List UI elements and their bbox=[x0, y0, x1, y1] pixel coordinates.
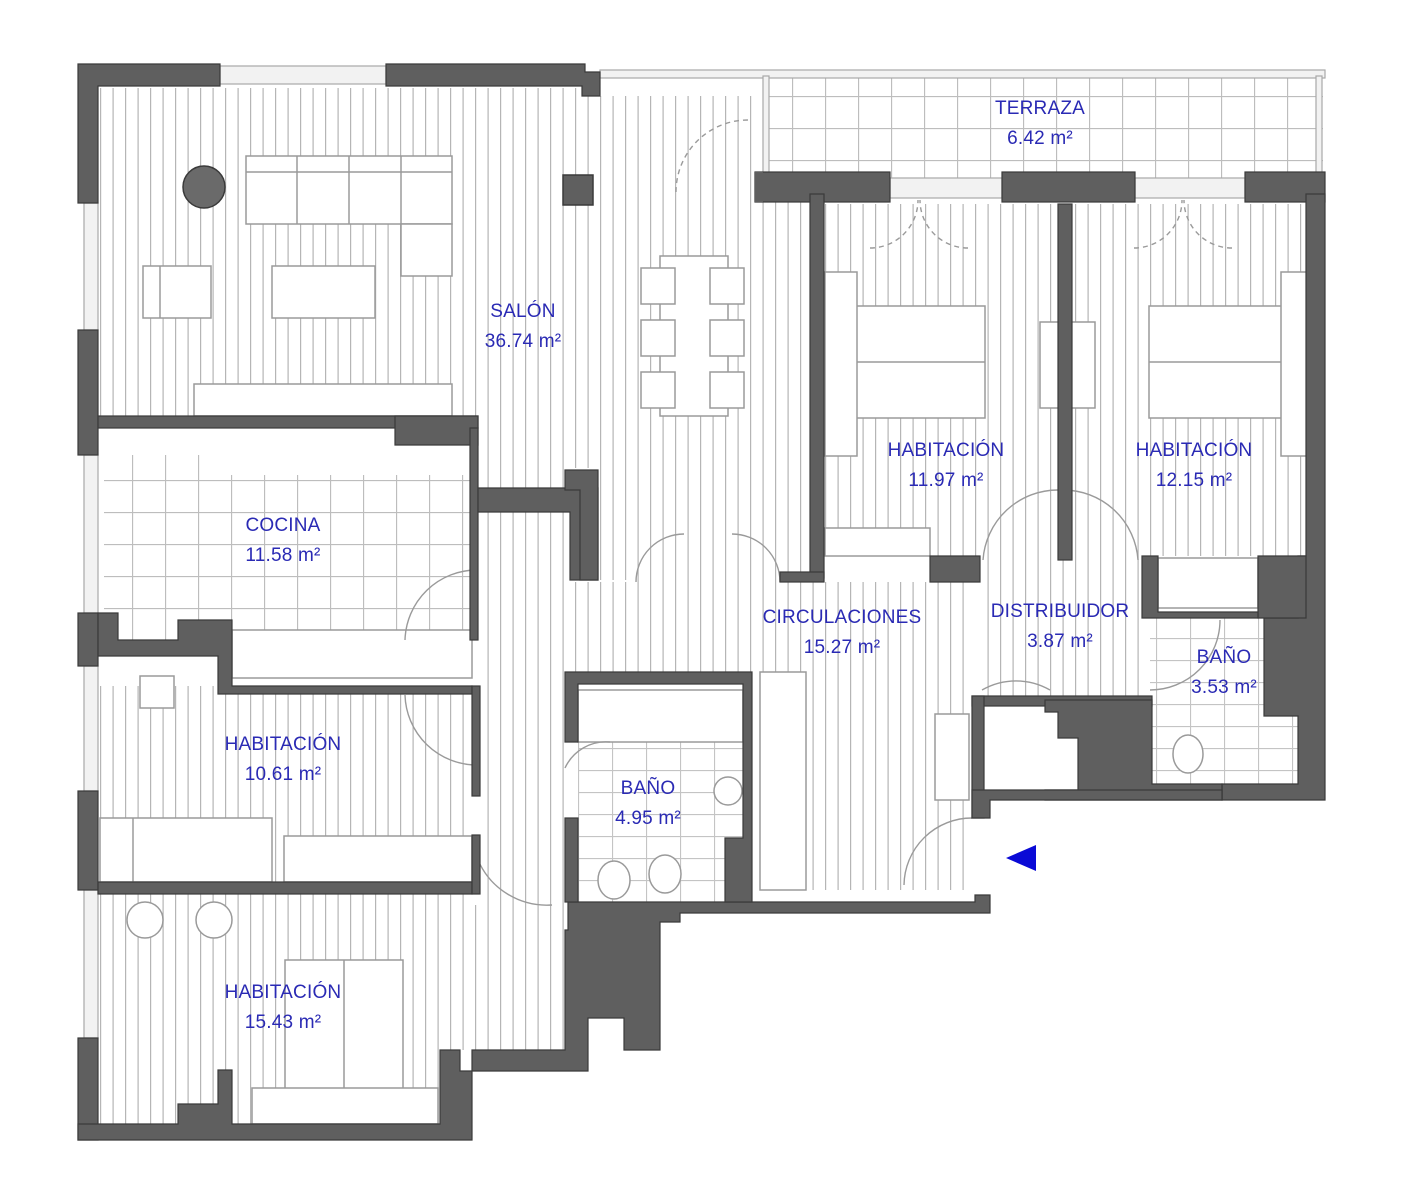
room-label-circulaciones: CIRCULACIONES 15.27 m² bbox=[763, 603, 922, 663]
room-label-bano-1: BAÑO 3.53 m² bbox=[1191, 643, 1257, 703]
room-name: HABITACIÓN bbox=[224, 982, 342, 1003]
room-area: 10.61 m² bbox=[244, 764, 322, 785]
room-name: TERRAZA bbox=[994, 98, 1086, 119]
room-label-habitacion-2: HABITACIÓN 12.15 m² bbox=[1136, 436, 1253, 496]
toilet-2 bbox=[1172, 734, 1204, 774]
room-area: 3.87 m² bbox=[1027, 631, 1093, 652]
room-label-salon: SALÓN 36.74 m² bbox=[485, 297, 562, 357]
wall-exterior-south bbox=[77, 894, 991, 1141]
room-area: 3.53 m² bbox=[1191, 677, 1257, 698]
room-label-cocina: COCINA 11.58 m² bbox=[245, 511, 320, 571]
room-name: CIRCULACIONES bbox=[762, 607, 922, 628]
room-label-habitacion-4: HABITACIÓN 15.43 m² bbox=[225, 978, 342, 1038]
wardrobe-2 bbox=[1157, 557, 1259, 609]
room-area: 12.15 m² bbox=[1155, 470, 1233, 491]
room-name: BAÑO bbox=[620, 778, 676, 799]
coffee-table bbox=[271, 265, 376, 319]
room-name: COCINA bbox=[245, 515, 321, 536]
room-area: 15.43 m² bbox=[244, 1012, 322, 1033]
room-name: HABITACIÓN bbox=[887, 440, 1005, 461]
armchair bbox=[142, 265, 212, 319]
room-label-habitacion-1: HABITACIÓN 11.97 m² bbox=[888, 436, 1005, 496]
furniture bbox=[99, 155, 1308, 1125]
kitchen-counter bbox=[231, 629, 473, 679]
wall-bano-2 bbox=[564, 671, 753, 903]
room-name: DISTRIBUIDOR bbox=[990, 601, 1130, 622]
column bbox=[562, 174, 594, 206]
room-area: 11.58 m² bbox=[245, 545, 321, 566]
room-label-distribuidor: DISTRIBUIDOR 3.87 m² bbox=[991, 597, 1130, 657]
toilet-1 bbox=[597, 860, 631, 900]
shower-drain bbox=[713, 776, 743, 806]
room-label-bano-2: BAÑO 4.95 m² bbox=[615, 774, 681, 834]
wardrobe-3 bbox=[283, 835, 473, 883]
entrance-arrow-icon bbox=[1006, 845, 1036, 871]
bed-3 bbox=[99, 817, 273, 883]
plant-pot bbox=[182, 165, 226, 209]
wall-exterior-north bbox=[77, 63, 221, 204]
bidet-1 bbox=[648, 854, 682, 894]
room-area: 6.42 m² bbox=[1007, 128, 1073, 149]
door-swings bbox=[404, 119, 1233, 906]
room-area: 4.95 m² bbox=[615, 808, 681, 829]
walls bbox=[77, 63, 1326, 1141]
room-name: BAÑO bbox=[1196, 647, 1252, 668]
room-name: HABITACIÓN bbox=[224, 734, 342, 755]
wardrobe-1 bbox=[824, 527, 931, 557]
room-area: 15.27 m² bbox=[803, 637, 881, 658]
floors bbox=[98, 76, 1323, 1124]
room-name: HABITACIÓN bbox=[1135, 440, 1253, 461]
floor-cocina bbox=[104, 455, 470, 640]
sofa-chaise bbox=[400, 223, 453, 277]
room-area: 11.97 m² bbox=[908, 470, 984, 491]
floor-distribuidor bbox=[980, 556, 1148, 696]
tv-cabinet bbox=[193, 383, 453, 417]
floor-circulaciones bbox=[478, 512, 975, 905]
room-label-terraza: TERRAZA 6.42 m² bbox=[995, 94, 1085, 154]
room-area: 36.74 m² bbox=[484, 331, 562, 352]
column bbox=[755, 172, 763, 202]
room-name: SALÓN bbox=[490, 301, 556, 322]
room-label-habitacion-3: HABITACIÓN 10.61 m² bbox=[225, 730, 342, 790]
